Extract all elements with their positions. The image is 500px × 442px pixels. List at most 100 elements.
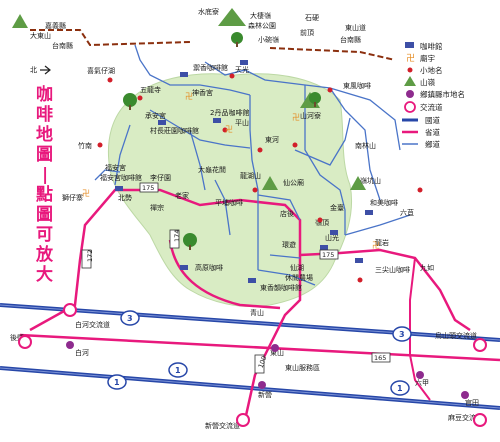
place-houbi: 後壁 (10, 333, 24, 342)
mountain-icon (12, 14, 28, 28)
shield-1: 1 (114, 378, 120, 387)
freeway-1-inner (0, 367, 500, 409)
shield-100: 100 (257, 355, 269, 369)
place-label: 山河寮 (300, 111, 321, 120)
place-label: 承安宮 (145, 111, 166, 120)
shield-172: 172 (86, 250, 94, 262)
place-baihe: 白河 (75, 348, 89, 357)
place-label: 金臺 (330, 203, 344, 212)
svg-text:鄉鎮縣市地名: 鄉鎮縣市地名 (420, 89, 465, 99)
temple-icon: 卍 (82, 189, 90, 198)
place-label: 仙湖 (290, 263, 304, 272)
place-label: 三尖山咖啡 (375, 265, 410, 274)
township-dots (66, 341, 469, 399)
cafe-icon (240, 60, 248, 65)
place-xiaoban: 小碗嶺 (258, 35, 279, 44)
place-tainan: 台南縣 (52, 41, 73, 50)
temple-icon: 卍 (406, 53, 415, 64)
place-tainan2: 台南縣 (340, 35, 361, 44)
place-label: 店後 (280, 209, 294, 218)
baihe-district-area (107, 73, 353, 308)
place-dongshan-rd: 東山道 (345, 23, 366, 32)
compass-label: 北 (30, 66, 37, 74)
svg-text:山嶺: 山嶺 (420, 77, 435, 87)
place-labels: 喜氣仔湖 禦香咖啡館 天光 五龍寺 神香宮 2丹品咖啡館 承安宮 村長莊園咖啡館… (62, 63, 434, 317)
place-label: 東香韻咖啡館 (260, 283, 302, 292)
place-label: 喜氣仔湖 (87, 66, 115, 75)
place-label: 福安宮 (105, 163, 126, 172)
interchange-icon (473, 338, 487, 352)
mountain-icon (350, 176, 366, 190)
place-label: 和美咖啡 (370, 198, 398, 207)
cafe-icons (115, 60, 373, 283)
place-dabei: 大棲嶺 (250, 11, 271, 20)
place-label: 禦香咖啡館 (193, 63, 228, 72)
place-label: 六苴 (400, 208, 414, 217)
svg-text:廟宇: 廟宇 (420, 53, 435, 63)
cafe-icon (365, 210, 373, 215)
place-label: 九如 (420, 263, 434, 272)
township-dot-icon (406, 90, 414, 98)
legend-mountain: 山嶺 (404, 76, 435, 87)
place-xinying-ic: 新營交流道 (205, 421, 240, 430)
legend-temple: 卍 廟宇 (406, 53, 435, 64)
place-qianding: 前頂 (300, 28, 314, 37)
interchange-icon (473, 413, 487, 427)
temple-icon: 卍 (225, 125, 233, 134)
cafe-icon (248, 278, 256, 283)
shield-175b: 175 (322, 251, 334, 259)
place-label: 竹南 (78, 141, 92, 150)
legend-place: 小地名 (407, 65, 443, 75)
township-roads (94, 44, 411, 286)
place-label: 山光 (325, 233, 339, 242)
svg-text:咖啡館: 咖啡館 (420, 41, 443, 51)
place-label: 南林山 (355, 141, 376, 150)
temple-icon: 卍 (292, 113, 300, 122)
cafe-icon (115, 186, 123, 191)
place-xinying: 新營 (258, 390, 272, 399)
cafe-icon (320, 245, 328, 250)
place-label: 嶺坑山 (360, 176, 381, 185)
cafe-icon (355, 258, 363, 263)
township-dot-icon (258, 381, 266, 389)
place-label: 北勢 (118, 193, 132, 202)
place-label: 環遊 (282, 240, 296, 249)
place-label: 平埔咖啡 (215, 198, 243, 207)
place-label: 東風咖啡 (343, 81, 371, 90)
title-text: 咖啡地圖|點圖可放大 (35, 84, 54, 285)
shield-1c: 1 (397, 384, 403, 393)
provincial-east (409, 257, 431, 401)
trees (123, 32, 321, 250)
place-dongshan: 東山 (270, 348, 284, 357)
provincial-165 (19, 333, 500, 362)
place-label: 禪宗 (150, 203, 164, 212)
freeway-3-inner (0, 304, 500, 341)
place-dot-icon (407, 67, 413, 73)
svg-text:國道: 國道 (425, 115, 440, 125)
township-dot-icon (461, 391, 469, 399)
small-place-dots (97, 73, 423, 283)
place-shigeng: 石硬 (305, 14, 319, 22)
place-label: 大龜花閒 (198, 165, 226, 174)
place-label: 老家 (175, 191, 189, 200)
place-forest-park: 森林公園 (248, 21, 276, 30)
railway-line (30, 29, 191, 47)
place-label: 天光 (235, 65, 249, 74)
place-label: 高原咖啡 (195, 263, 223, 272)
interchange-icon (236, 413, 250, 427)
provincial-172-south (168, 239, 281, 310)
legend-interchange: 交流道 (404, 101, 443, 113)
railway-line-east (269, 47, 396, 61)
legend-freeway: 國道 (402, 115, 440, 125)
place-label: 李仔園 (150, 173, 171, 182)
township-dot-icon (271, 344, 279, 352)
interchange-icon (18, 335, 32, 349)
place-dongshan-ic: 東山服務區 (285, 363, 320, 372)
interchanges (18, 303, 487, 427)
temple-icon: 卍 (372, 241, 380, 250)
legend-cafe: 咖啡館 (405, 41, 443, 51)
legend-provincial: 省道 (402, 127, 440, 137)
legend-township: 鄉鎮縣市地名 (406, 89, 465, 99)
